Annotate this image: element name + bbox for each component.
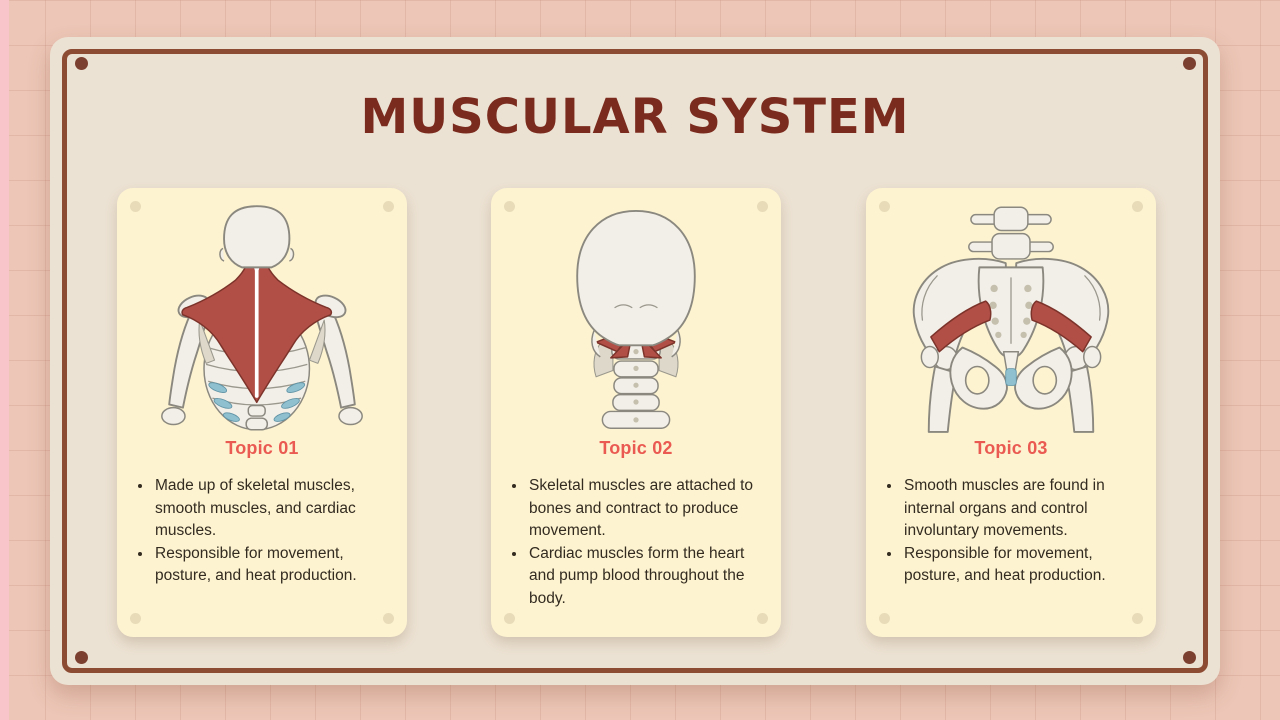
corner-screw-icon bbox=[75, 57, 88, 70]
skull-neck-illustration bbox=[491, 202, 781, 434]
bullet-item: Cardiac muscles form the heart and pump … bbox=[527, 543, 763, 611]
card-pin-icon bbox=[130, 613, 141, 624]
bullet-item: Skeletal muscles are attached to bones a… bbox=[527, 475, 763, 543]
right-arm-bones bbox=[308, 294, 363, 426]
topic-label: Topic 03 bbox=[974, 438, 1048, 458]
slide-title: MUSCULAR SYSTEM bbox=[360, 89, 910, 145]
card-pin-icon bbox=[879, 613, 890, 624]
neck-side-bones bbox=[593, 340, 679, 378]
card-pin-icon bbox=[504, 201, 515, 212]
bullet-item: Made up of skeletal muscles, smooth musc… bbox=[153, 475, 389, 543]
pelvis-posterior-icon bbox=[912, 206, 1110, 433]
topic-bullet-list: Smooth muscles are found in internal org… bbox=[884, 475, 1138, 588]
upper-back-trapezius-illustration bbox=[117, 202, 407, 434]
piriformis-muscles bbox=[930, 300, 1092, 353]
card-pin-icon bbox=[383, 201, 394, 212]
topic-bullet-list: Made up of skeletal muscles, smooth musc… bbox=[135, 475, 389, 588]
coccyx-and-symphysis bbox=[1002, 351, 1020, 386]
card-pin-icon bbox=[1132, 201, 1143, 212]
topic-bullet-list: Skeletal muscles are attached to bones a… bbox=[509, 475, 763, 610]
card-pin-icon bbox=[504, 613, 515, 624]
card-pin-icon bbox=[879, 201, 890, 212]
card-pin-icon bbox=[383, 613, 394, 624]
card-pin-icon bbox=[757, 613, 768, 624]
corner-screw-icon bbox=[1183, 57, 1196, 70]
card-pin-icon bbox=[757, 201, 768, 212]
corner-screw-icon bbox=[75, 651, 88, 664]
skull-shape bbox=[576, 209, 696, 358]
card-pin-icon bbox=[1132, 613, 1143, 624]
topic-card-1: Topic 01 Made up of skeletal muscles, sm… bbox=[117, 188, 407, 637]
lower-spine bbox=[245, 404, 269, 431]
skull-posterior-icon bbox=[576, 209, 696, 429]
bullet-item: Smooth muscles are found in internal org… bbox=[902, 475, 1138, 543]
slide-board: MUSCULAR SYSTEM bbox=[50, 37, 1220, 685]
topic-label: Topic 02 bbox=[599, 438, 673, 458]
card-pin-icon bbox=[130, 201, 141, 212]
pelvis-illustration bbox=[866, 202, 1156, 434]
bullet-item: Responsible for movement, posture, and h… bbox=[902, 543, 1138, 588]
skull-back bbox=[219, 205, 295, 269]
topic-card-2: Topic 02 Skeletal muscles are attached t… bbox=[491, 188, 781, 637]
topic-label: Topic 01 bbox=[225, 438, 299, 458]
topic-card-3: Topic 03 Smooth muscles are found in int… bbox=[866, 188, 1156, 637]
page-edge-strip bbox=[0, 0, 9, 720]
bullet-item: Responsible for movement, posture, and h… bbox=[153, 543, 389, 588]
corner-screw-icon bbox=[1183, 651, 1196, 664]
upper-back-trapezius-icon bbox=[161, 205, 363, 431]
